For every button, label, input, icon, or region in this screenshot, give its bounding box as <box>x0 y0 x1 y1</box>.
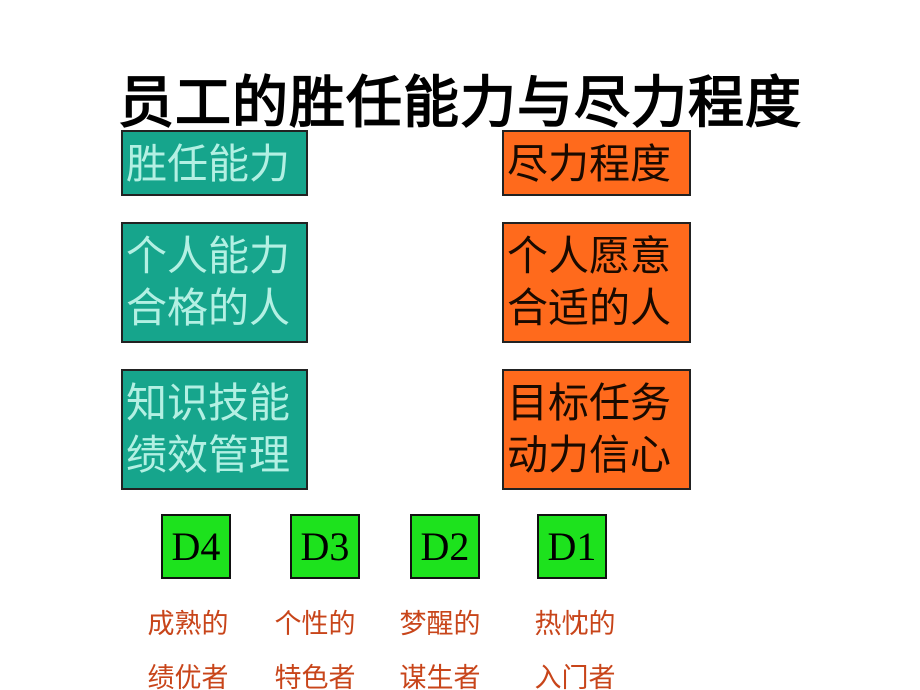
level-d2-caption: 梦醒的 谋生者 <box>385 598 495 690</box>
slide-title: 员工的胜任能力与尽力程度 <box>118 71 802 136</box>
competence-person-box: 个人能力 合格的人 <box>121 222 308 343</box>
box-text-line: 合格的人 <box>126 284 290 332</box>
level-d4-box: D4 <box>161 514 231 579</box>
effort-motivation-box: 目标任务 动力信心 <box>502 369 691 490</box>
caption-line: 特色者 <box>274 663 356 690</box>
level-d1-box: D1 <box>537 514 607 579</box>
level-d2-box: D2 <box>410 514 480 579</box>
competence-header-box: 胜任能力 <box>121 130 308 196</box>
effort-person-box: 个人愿意 合适的人 <box>502 222 691 343</box>
level-d3-box: D3 <box>290 514 360 579</box>
box-text-line: 胜任能力 <box>126 140 290 188</box>
box-text-line: 个人能力 <box>126 232 290 280</box>
caption-line: 梦醒的 <box>399 609 481 640</box>
box-text-line: 个人愿意 <box>507 232 671 280</box>
caption-line: 绩优者 <box>147 663 229 690</box>
caption-line: 入门者 <box>534 663 616 690</box>
box-text-line: 尽力程度 <box>507 140 671 188</box>
caption-line: 成熟的 <box>147 609 229 640</box>
caption-line: 热忱的 <box>534 609 616 640</box>
box-text-line: 目标任务 <box>507 379 671 427</box>
box-text-line: 绩效管理 <box>126 431 290 479</box>
box-text-line: 动力信心 <box>507 431 671 479</box>
effort-header-box: 尽力程度 <box>502 130 691 196</box>
box-text-line: 合适的人 <box>507 284 671 332</box>
level-d1-caption: 热忱的 入门者 <box>520 598 630 690</box>
caption-line: 谋生者 <box>399 663 481 690</box>
box-text-line: 知识技能 <box>126 379 290 427</box>
caption-line: 个性的 <box>274 609 356 640</box>
level-d4-caption: 成熟的 绩优者 <box>133 598 243 690</box>
competence-skills-box: 知识技能 绩效管理 <box>121 369 308 490</box>
level-d3-caption: 个性的 特色者 <box>260 598 370 690</box>
